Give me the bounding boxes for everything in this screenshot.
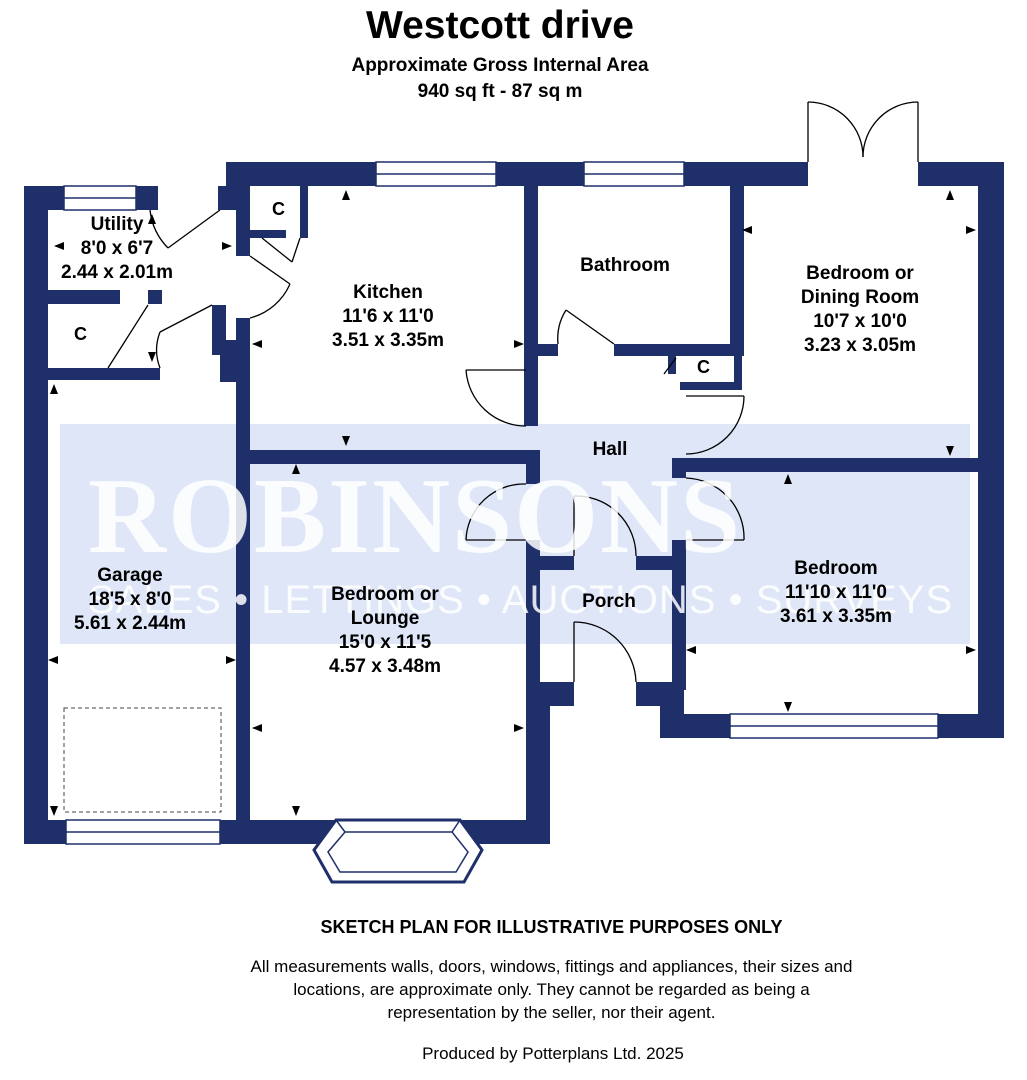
wall-kitchen-cupboard [250, 230, 286, 238]
wall-garage-left [24, 186, 48, 844]
wall-utility-cupboard-bottom [48, 368, 160, 380]
room-utility-name: Utility [90, 214, 144, 235]
room-bathroom-name: Bathroom [580, 255, 670, 276]
interior-walls [48, 186, 978, 690]
wall-utility-nib [218, 186, 236, 210]
wall-bath-top-right [684, 162, 802, 186]
room-kitchen-metric: 3.51 x 3.35m [332, 330, 444, 351]
wall-garage-bottom-left [24, 820, 66, 844]
wall-dining-right-stub [918, 162, 926, 186]
area-subtitle: Approximate Gross Internal Area 940 sq f… [0, 53, 1000, 105]
wall-lounge-bottom-left [236, 820, 336, 844]
room-bedroom-metric: 3.61 x 3.35m [780, 606, 892, 627]
french-doors [807, 101, 919, 162]
wall-kitchen-left [236, 186, 250, 256]
producer-credit: Produced by Potterplans Ltd. 2025 [422, 1044, 684, 1063]
room-bedroom-lounge-imperial: 15'0 x 11'5 [338, 632, 432, 653]
wall-kitchen-top-right [496, 162, 584, 186]
door-swings [107, 209, 745, 683]
area-caption: Approximate Gross Internal Area [351, 55, 649, 76]
cupboard-hall-label: C [697, 357, 710, 377]
wall-utility-top-right [136, 186, 158, 210]
room-kitchen: Kitchen 11'6 x 11'0 3.51 x 3.35m [318, 281, 458, 353]
area-size: 940 sq ft - 87 sq m [417, 81, 583, 102]
room-bedroom: Bedroom 11'10 x 11'0 3.61 x 3.35m [766, 557, 906, 629]
watermark-services: SALES • LETTINGS • AUCTIONS • SURVEYS [88, 578, 954, 622]
wall-hall-cupboard-left [668, 356, 676, 374]
wall-bath-right [730, 186, 744, 356]
wall-bedroom-bottom-right [938, 714, 1004, 738]
wall-right [978, 162, 1004, 738]
dimension-arrows [48, 190, 976, 816]
wall-porch-top-left [538, 556, 574, 570]
room-garage-imperial: 18'5 x 8'0 [88, 589, 172, 610]
room-bedroom-dining-name-1: Bedroom or [806, 263, 914, 284]
wall-utility-mid [212, 305, 226, 355]
wall-porch-left [526, 556, 540, 686]
exterior-walls [24, 162, 1004, 844]
room-bedroom-imperial: 11'10 x 11'0 [784, 582, 888, 603]
wall-lounge-hall-lower [526, 540, 540, 560]
room-utility-metric: 2.44 x 2.01m [61, 262, 173, 283]
room-bedroom-name: Bedroom [794, 558, 878, 579]
floor-plan [24, 101, 1004, 884]
room-bedroom-dining-name-2: Dining Room [800, 287, 920, 308]
wall-utility-door-jamb [148, 290, 162, 304]
wall-bedroom-left [672, 458, 686, 478]
wall-kitchen-right [524, 186, 538, 426]
wall-hall-cupboard-right [734, 356, 742, 390]
room-bedroom-lounge-name-1: Bedroom or [331, 584, 439, 605]
wall-kitchen-left-lower [236, 318, 250, 382]
room-bedroom-lounge-name-2: Lounge [350, 608, 420, 629]
wall-hall-cupboard-bottom [680, 382, 742, 390]
cupboard-kitchen-label: C [272, 199, 285, 219]
room-garage-metric: 5.61 x 2.44m [74, 613, 186, 634]
room-bedroom-lounge: Bedroom or Lounge 15'0 x 11'5 4.57 x 3.4… [310, 583, 460, 679]
room-garage-name: Garage [97, 565, 163, 586]
wall-bath-bottom-right [614, 344, 742, 356]
wall-kitchen-cupboard-side [300, 186, 308, 238]
room-bedroom-dining-metric: 3.23 x 3.05m [804, 335, 916, 356]
room-hall-name: Hall [592, 439, 628, 460]
room-kitchen-imperial: 11'6 x 11'0 [342, 306, 434, 327]
wall-bedroom-top [672, 458, 978, 472]
room-porch: Porch [568, 590, 650, 614]
disclaimer-heading: SKETCH PLAN FOR ILLUSTRATIVE PURPOSES ON… [320, 917, 783, 937]
room-bedroom-dining-imperial: 10'7 x 10'0 [813, 311, 907, 332]
wall-utility-cupboard-top [48, 290, 120, 304]
wall-lounge-right [526, 682, 550, 844]
wall-kitchen-bottom [250, 450, 530, 464]
cupboard-utility-label: C [74, 324, 87, 344]
wall-lounge-hall [526, 450, 540, 484]
wall-bath-bottom-left [538, 344, 558, 356]
room-utility-imperial: 8'0 x 6'7 [80, 238, 154, 259]
disclaimer-text: All measurements walls, doors, windows, … [250, 957, 853, 1022]
garage-door-outline [63, 707, 222, 813]
room-bedroom-dining: Bedroom or Dining Room 10'7 x 10'0 3.23 … [780, 262, 940, 358]
room-hall: Hall [578, 438, 642, 462]
watermark-brand: ROBINSONS [88, 457, 743, 576]
room-kitchen-name: Kitchen [353, 282, 423, 303]
room-utility: Utility 8'0 x 6'7 2.44 x 2.01m [52, 213, 182, 285]
plan-title: Westcott drive [365, 4, 634, 47]
wall-utility-top-left [24, 186, 64, 210]
bay-window-frame [312, 818, 484, 884]
wall-porch-top-right [636, 556, 682, 570]
room-bedroom-lounge-metric: 4.57 x 3.48m [329, 656, 441, 677]
room-garage: Garage 18'5 x 8'0 5.61 x 2.44m [70, 564, 190, 636]
windows [63, 161, 939, 883]
wall-bedroom-left-lower [672, 540, 686, 690]
wall-garage-right [236, 380, 250, 842]
room-bathroom: Bathroom [560, 254, 690, 278]
wall-kitchen-top-left [226, 162, 376, 186]
room-porch-name: Porch [582, 591, 636, 612]
wall-dining-left-stub [800, 162, 808, 186]
